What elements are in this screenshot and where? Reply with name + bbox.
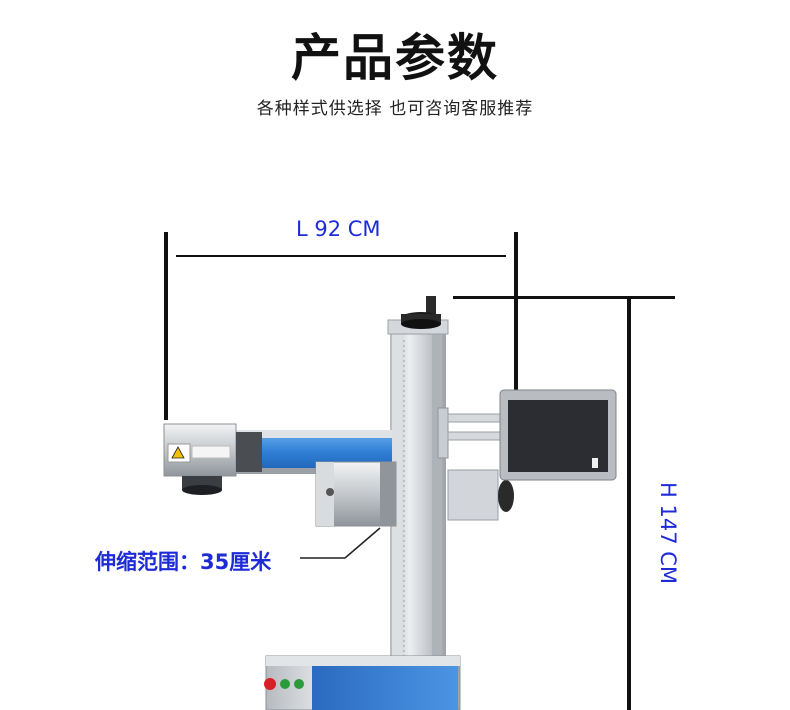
green-button-icon-2: [294, 679, 304, 689]
green-button-icon: [280, 679, 290, 689]
page-subtitle: 各种样式供选择 也可咨询客服推荐: [256, 99, 534, 119]
monitor-screen: [499, 389, 617, 481]
range-indicator: [300, 527, 381, 559]
length-label: L 92 CM: [296, 217, 381, 241]
handwheel-icon: [401, 296, 441, 329]
height-dimension: [453, 296, 675, 710]
vertical-column: [387, 319, 449, 710]
emergency-stop-icon: [264, 678, 276, 690]
laser-head: [163, 423, 262, 495]
page-title: 产品参数: [291, 29, 499, 87]
length-dimension: [164, 232, 518, 426]
stroke-range-label: 伸缩范围：35厘米: [95, 550, 272, 574]
base-cabinet: [264, 655, 461, 710]
height-label: H 147 CM: [656, 482, 680, 585]
lift-motor: [315, 461, 397, 527]
